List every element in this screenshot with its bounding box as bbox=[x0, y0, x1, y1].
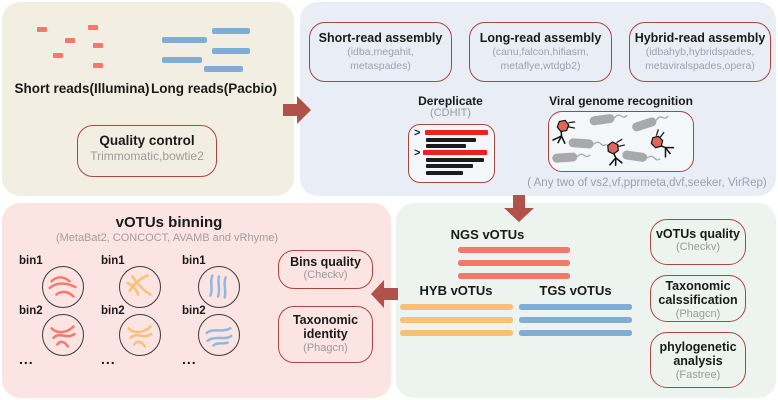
sequence-marker: > bbox=[414, 147, 421, 159]
long-read-bar bbox=[162, 37, 207, 43]
dereplicate-black-bar bbox=[426, 144, 466, 148]
ngs-votus-bar bbox=[458, 273, 570, 279]
binning-title: vOTUs binning bbox=[115, 214, 223, 231]
long-read-bar bbox=[212, 48, 250, 54]
hyb-votus-bar bbox=[400, 304, 513, 310]
bin2-label: bin2 bbox=[19, 305, 43, 317]
short-reads-label: Short reads(Illumina) bbox=[14, 81, 150, 96]
input-panel: Short reads(Illumina) Long reads(Pacbio)… bbox=[2, 2, 294, 196]
arrow-votus-to-binning bbox=[371, 279, 398, 309]
hyb-votus-bar bbox=[400, 317, 513, 323]
long-read-assembly-box: Long-read assembly (canu,falcon,hifiasm,… bbox=[469, 22, 612, 82]
bacteria-icon bbox=[621, 149, 662, 165]
bins-ellipsis: ... bbox=[19, 351, 34, 367]
short-read-dash bbox=[65, 38, 75, 43]
binning-panel: vOTUs binning (MetaBat2, CONCOCT, AVAMB … bbox=[2, 203, 391, 398]
taxonomic-identity-box: Taxonomic identity (Phagcn) bbox=[278, 306, 373, 363]
votus-panel: NGS vOTUs HYB vOTUs TGS vOTUs vOTUs qual… bbox=[396, 203, 776, 398]
tgs-votus-label: TGS vOTUs bbox=[539, 283, 612, 298]
assembly-panel: Short-read assembly (idba,megahit, metas… bbox=[300, 2, 776, 196]
ngs-votus-label: NGS vOTUs bbox=[450, 227, 525, 242]
hyb-votus-bar bbox=[400, 330, 513, 336]
quality-control-tools: Trimmomatic,bowtie2 bbox=[90, 148, 204, 163]
dereplicate-title: Dereplicate bbox=[418, 94, 483, 108]
bin-circle-ngs-2 bbox=[42, 314, 84, 356]
bin1-label: bin1 bbox=[101, 255, 125, 267]
long-read-assembly-tools: (canu,falcon,hifiasm, metaflye,wtdgb2) bbox=[492, 46, 589, 72]
dereplicate-black-bar bbox=[426, 164, 473, 168]
dereplicate-black-bar bbox=[426, 137, 476, 142]
bin-circle-hyb-1 bbox=[119, 266, 161, 308]
long-read-bar bbox=[204, 66, 243, 72]
dereplicate-black-bar bbox=[426, 170, 463, 175]
sequence-marker: > bbox=[414, 127, 421, 139]
bin2-label: bin2 bbox=[101, 305, 125, 317]
quality-control-title: Quality control bbox=[99, 133, 195, 148]
short-read-dash bbox=[93, 63, 103, 68]
viral-recognition-title: Viral genome recognition bbox=[549, 94, 693, 108]
dereplicate-black-bar bbox=[426, 157, 484, 162]
dereplicate-tool: (CDHIT) bbox=[430, 107, 471, 119]
taxonomic-classification-title: Taxonomic calssification bbox=[658, 279, 738, 308]
bin-circle-tgs-2 bbox=[198, 314, 240, 356]
bins-quality-title: Bins quality bbox=[290, 255, 361, 269]
bins-quality-box: Bins quality (Checkv) bbox=[278, 250, 373, 289]
bacteria-icon bbox=[567, 137, 608, 151]
long-read-assembly-title: Long-read assembly bbox=[479, 31, 602, 45]
dereplicate-red-bar bbox=[425, 130, 488, 135]
short-read-assembly-title: Short-read assembly bbox=[318, 31, 443, 45]
bin1-label: bin1 bbox=[19, 255, 43, 267]
votus-quality-box: vOTUs quality (Checkv) bbox=[650, 219, 746, 265]
long-read-bar bbox=[162, 57, 202, 63]
viral-recognition-box bbox=[548, 111, 694, 172]
bin-circle-hyb-2 bbox=[119, 314, 161, 356]
short-read-dash bbox=[93, 43, 103, 48]
bins-ellipsis: ... bbox=[101, 351, 116, 367]
votus-quality-tool: (Checkv) bbox=[675, 241, 720, 254]
long-read-bar bbox=[212, 28, 250, 34]
hybrid-read-assembly-box: Hybrid-read assembly (idbahyb,hybridspad… bbox=[629, 22, 771, 82]
taxonomic-identity-tool: (Phagcn) bbox=[303, 341, 348, 354]
arrow-input-to-assembly bbox=[283, 95, 311, 125]
long-reads-label: Long reads(Pacbio) bbox=[151, 81, 278, 96]
bin1-label: bin1 bbox=[182, 255, 206, 267]
tgs-votus-bar bbox=[519, 330, 632, 336]
taxonomic-classification-tool: (Phagcn) bbox=[675, 307, 721, 320]
tgs-votus-bar bbox=[519, 304, 632, 310]
votus-quality-title: vOTUs quality bbox=[655, 227, 741, 241]
bacteria-icon bbox=[588, 111, 629, 127]
bins-quality-tool: (Checkv) bbox=[303, 269, 348, 282]
phylogenetic-analysis-tool: (Fastree) bbox=[675, 368, 721, 381]
ngs-votus-bar bbox=[458, 260, 570, 266]
phylogenetic-analysis-title: phylogenetic analysis bbox=[659, 340, 737, 369]
phage-icon bbox=[647, 127, 679, 160]
short-read-dash bbox=[53, 53, 63, 58]
bins-ellipsis: ... bbox=[182, 351, 197, 367]
quality-control-box: Quality control Trimmomatic,bowtie2 bbox=[77, 125, 217, 177]
dereplicate-box: > > bbox=[408, 124, 495, 183]
bin-circle-ngs-1 bbox=[42, 266, 84, 308]
bacteria-icon bbox=[630, 111, 671, 134]
arrow-assembly-to-votus bbox=[504, 195, 534, 222]
short-read-assembly-tools: (idba,megahit, metaspades) bbox=[347, 46, 414, 72]
phylogenetic-analysis-box: phylogenetic analysis (Fastree) bbox=[650, 332, 746, 388]
ngs-votus-bar bbox=[458, 247, 570, 253]
short-read-dash bbox=[37, 27, 47, 32]
bacteria-icon bbox=[551, 150, 592, 164]
bin2-label: bin2 bbox=[182, 305, 206, 317]
short-read-dash bbox=[88, 25, 98, 30]
tgs-votus-bar bbox=[519, 317, 632, 323]
taxonomic-classification-box: Taxonomic calssification (Phagcn) bbox=[650, 275, 746, 322]
hybrid-read-assembly-title: Hybrid-read assembly bbox=[634, 31, 766, 45]
binning-subtitle: (MetaBat2, CONCOCT, AVAMB and vRhyme) bbox=[55, 232, 279, 244]
hybrid-read-assembly-tools: (idbahyb,hybridspades, metaviralspades,o… bbox=[645, 46, 755, 72]
hyb-votus-label: HYB vOTUs bbox=[419, 283, 493, 298]
phage-bacteria-illustration bbox=[551, 111, 679, 168]
short-read-assembly-box: Short-read assembly (idba,megahit, metas… bbox=[309, 22, 452, 82]
taxonomic-identity-title: Taxonomic identity bbox=[292, 313, 359, 342]
recognition-tools-note: ( Any two of vs2,vf,pprmeta,dvf,seeker, … bbox=[527, 177, 767, 189]
dereplicate-red-bar bbox=[423, 150, 487, 155]
bin-circle-tgs-1 bbox=[198, 266, 240, 308]
